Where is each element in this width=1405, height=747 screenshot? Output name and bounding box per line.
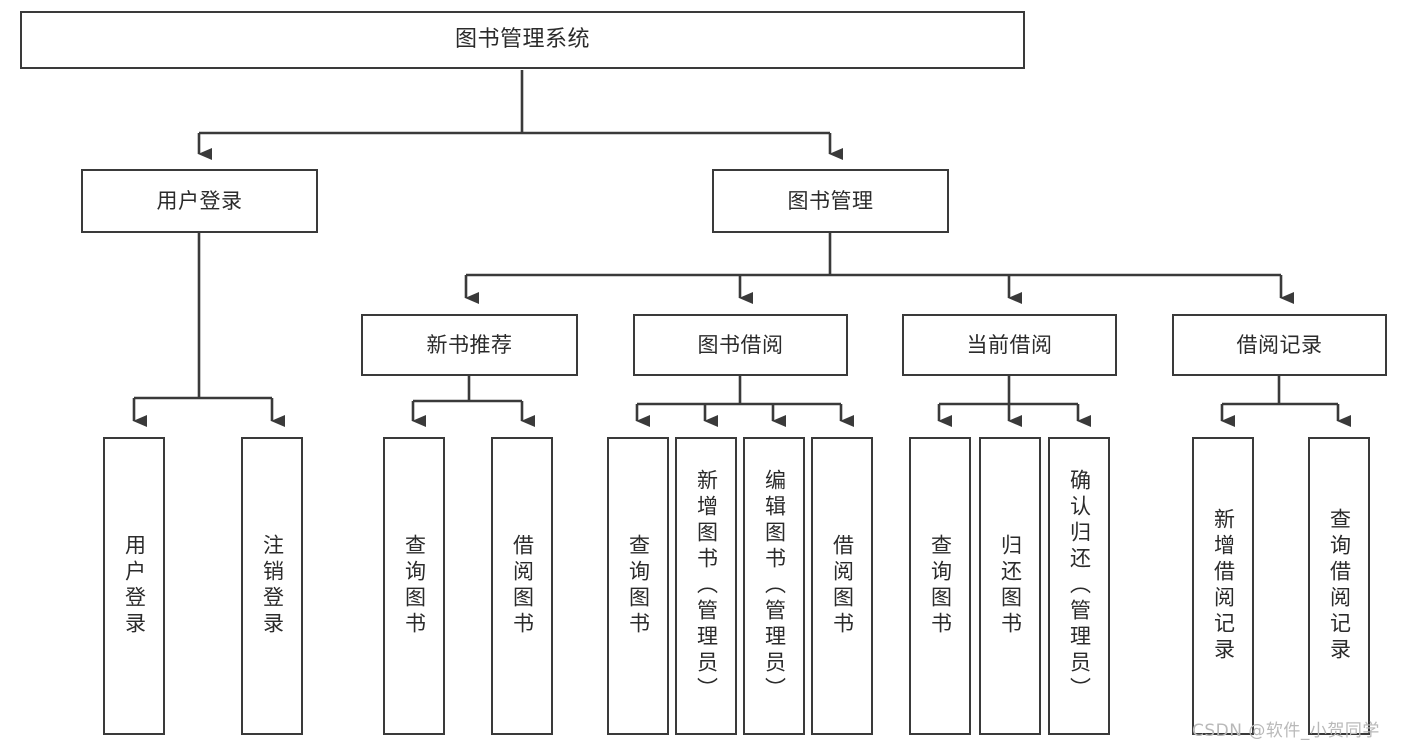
node-label: 注销登录 — [260, 534, 285, 638]
node-label: 新增借阅记录 — [1211, 508, 1236, 664]
node-label: 查询图书 — [626, 534, 651, 638]
leaf-borrow-book[interactable]: 借阅图书 — [811, 437, 873, 735]
node-label: 查询借阅记录 — [1327, 508, 1352, 664]
leaf-borrow-book-new[interactable]: 借阅图书 — [491, 437, 553, 735]
node-label: 用户登录 — [156, 188, 243, 213]
leaf-edit-book-admin[interactable]: 编辑图书（管理员） — [743, 437, 805, 735]
node-label: 新增图书（管理员） — [694, 469, 719, 703]
node-book-management[interactable]: 图书管理 — [712, 169, 949, 233]
node-label: 编辑图书（管理员） — [762, 469, 787, 703]
node-current-borrow[interactable]: 当前借阅 — [902, 314, 1117, 376]
leaf-user-login[interactable]: 用户登录 — [103, 437, 165, 735]
node-label: 新书推荐 — [426, 332, 513, 357]
node-new-book-recommend[interactable]: 新书推荐 — [361, 314, 578, 376]
node-borrow-record[interactable]: 借阅记录 — [1172, 314, 1387, 376]
node-user-login[interactable]: 用户登录 — [81, 169, 318, 233]
leaf-add-borrow-record[interactable]: 新增借阅记录 — [1192, 437, 1254, 735]
node-label: 借阅记录 — [1236, 332, 1323, 357]
node-label: 当前借阅 — [966, 332, 1053, 357]
leaf-query-borrow-record[interactable]: 查询借阅记录 — [1308, 437, 1370, 735]
leaf-confirm-return-admin[interactable]: 确认归还（管理员） — [1048, 437, 1110, 735]
leaf-return-book[interactable]: 归还图书 — [979, 437, 1041, 735]
node-label: 图书管理系统 — [454, 27, 590, 53]
leaf-query-book-new[interactable]: 查询图书 — [383, 437, 445, 735]
node-label: 查询图书 — [402, 534, 427, 638]
node-label: 归还图书 — [998, 534, 1023, 638]
node-book-borrow[interactable]: 图书借阅 — [633, 314, 848, 376]
node-label: 图书管理 — [787, 188, 874, 213]
node-label: 借阅图书 — [830, 534, 855, 638]
node-label: 用户登录 — [122, 534, 147, 638]
node-label: 查询图书 — [928, 534, 953, 638]
leaf-query-book-current[interactable]: 查询图书 — [909, 437, 971, 735]
node-label: 借阅图书 — [510, 534, 535, 638]
node-label: 图书借阅 — [697, 332, 784, 357]
leaf-logout[interactable]: 注销登录 — [241, 437, 303, 735]
node-label: 确认归还（管理员） — [1067, 469, 1092, 703]
leaf-add-book-admin[interactable]: 新增图书（管理员） — [675, 437, 737, 735]
leaf-query-book-borrow[interactable]: 查询图书 — [607, 437, 669, 735]
node-root-system[interactable]: 图书管理系统 — [20, 11, 1025, 69]
